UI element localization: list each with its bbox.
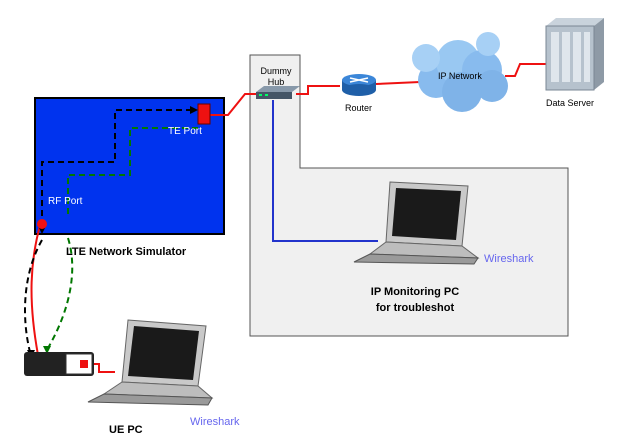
black-dashed-path-down: [24, 239, 43, 353]
rf-port-label: RF Port: [48, 196, 83, 207]
data-server-label: Data Server: [546, 98, 595, 108]
router-to-cloud-link: [375, 81, 421, 85]
router-label: Router: [345, 103, 373, 113]
wireshark-ue-label: Wireshark: [190, 416, 240, 428]
rf-to-dongle-cable: [30, 221, 42, 356]
ue-laptop-icon: [87, 319, 214, 406]
monitor-laptop-icon: [353, 181, 480, 265]
cloud-to-server-link: [505, 63, 548, 77]
green-dashed-path-down: [47, 237, 74, 349]
rf-port-icon: [37, 219, 47, 229]
wireshark-monitor-label: Wireshark: [484, 253, 534, 265]
ue-pc-label: UE PC: [109, 424, 143, 436]
server-icon: [545, 18, 604, 91]
hub-icon: [256, 86, 300, 99]
hub-to-monitor-link: [272, 100, 378, 242]
dummy-hub-label: Dummy Hub: [260, 66, 292, 87]
hub-to-router-link: [296, 85, 340, 95]
ip-network-label: IP Network: [438, 71, 482, 81]
usb-dongle-icon: [24, 352, 94, 376]
ip-monitoring-pc-sublabel: for troubleshot: [375, 302, 455, 314]
router-icon: [342, 74, 376, 96]
cloud-icon: [412, 32, 508, 112]
green-arrowhead-dongle: [43, 346, 51, 354]
ip-monitoring-pc-label: IP Monitoring PC: [370, 286, 460, 298]
te-to-hub-link: [208, 93, 262, 116]
black-dashed-path: [41, 109, 192, 228]
green-dashed-path: [67, 127, 198, 218]
te-port-icon: [197, 103, 211, 125]
black-arrowhead-te: [190, 106, 198, 114]
lte-simulator-label: LTE Network Simulator: [66, 246, 187, 258]
dongle-to-ue-link: [93, 363, 115, 373]
te-port-label: TE Port: [168, 126, 202, 137]
